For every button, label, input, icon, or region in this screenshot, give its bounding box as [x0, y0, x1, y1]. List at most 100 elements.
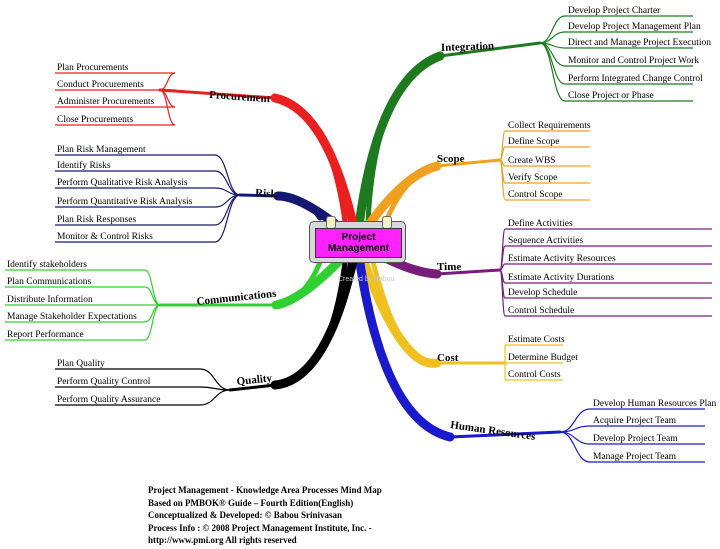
process-item[interactable]: Acquire Project Team [559, 416, 705, 433]
process-label: Plan Risk Responses [57, 215, 136, 225]
process-item[interactable]: Develop Project Team [559, 431, 705, 445]
process-label: Control Costs [508, 370, 561, 380]
branch-arm-risk [275, 193, 323, 221]
process-item[interactable]: Report Performance [5, 304, 161, 341]
process-item[interactable]: Perform Qualitative Risk Analysis [55, 177, 241, 196]
process-label: Distribute Information [7, 294, 93, 305]
branch-stem-human-resources [448, 430, 562, 439]
process-item[interactable]: Manage Stakeholder Expectations [5, 304, 161, 323]
process-label: Monitor & Control Risks [57, 232, 153, 242]
footer-line-5: http://www.pmi.org All rights reserved [148, 535, 297, 545]
process-connector [159, 89, 176, 108]
process-connector [539, 15, 566, 44]
branch-stem-quality [228, 383, 277, 392]
process-item[interactable]: Direct and Manage Project Execution [539, 38, 711, 49]
process-label: Develop Schedule [508, 288, 577, 298]
process-label: Sequence Activities [508, 236, 583, 246]
process-label: Acquire Project Team [593, 416, 677, 426]
category-integration[interactable]: Integration [441, 40, 495, 54]
process-item[interactable]: Sequence Activities [499, 236, 712, 271]
category-procurement[interactable]: Procurement [209, 89, 271, 105]
branch-stem-procurement [158, 88, 277, 100]
process-label: Identify Risks [57, 160, 111, 171]
central-topic[interactable]: Project Management [309, 216, 406, 263]
process-item[interactable]: Conduct Procurements [55, 80, 175, 91]
process-item[interactable]: Close Project or Phase [539, 42, 693, 102]
process-connector [199, 389, 231, 406]
process-label: Develop Project Management Plan [568, 22, 701, 32]
central-title-line2: Management [327, 243, 390, 254]
process-label: Close Procurements [57, 115, 134, 125]
branch-arm-quality [272, 259, 348, 388]
process-item[interactable]: Monitor & Control Risks [55, 194, 241, 243]
process-connector [144, 304, 161, 341]
process-label: Estimate Costs [508, 335, 565, 345]
category-scope[interactable]: Scope [437, 153, 465, 165]
process-item[interactable]: Manage Project Team [559, 431, 705, 463]
process-label: Develop Human Resources Plan [593, 399, 716, 409]
process-connector [539, 42, 566, 102]
process-label: Manage Stakeholder Expectations [7, 312, 137, 322]
process-label: Control Schedule [508, 306, 574, 316]
footer-line-3: Conceptualized & Developed: © Babou Srin… [148, 510, 342, 520]
branch-arm-human-resources [357, 255, 453, 440]
process-label: Perform Quantitative Risk Analysis [57, 196, 193, 207]
watermark-text: Created by Babou [338, 276, 395, 283]
process-label: Manage Project Team [593, 452, 677, 462]
branch-arm-cost [369, 255, 440, 366]
category-risk[interactable]: Risk [255, 187, 278, 201]
process-item[interactable]: Create WBS [499, 156, 590, 167]
process-label: Identify stakeholders [7, 259, 87, 270]
process-item[interactable]: Administer Procurements [55, 89, 176, 108]
branch-stem-risk [238, 193, 280, 198]
process-label: Perform Qualitative Risk Analysis [57, 177, 188, 188]
branch-arm-communications [273, 259, 323, 308]
process-label: Define Scope [508, 136, 559, 147]
process-connector [214, 154, 241, 196]
process-connector [539, 31, 566, 44]
process-label: Perform Integrated Change Control [568, 73, 703, 84]
process-connector [199, 386, 231, 391]
process-connector [144, 304, 161, 323]
process-label: Perform Quality Control [57, 376, 151, 387]
footer-line-2: Based on PMBOK® Guide – Fourth Edition(E… [148, 497, 354, 508]
process-label: Monitor and Control Project Work [568, 56, 699, 66]
process-label: Plan Quality [57, 359, 105, 369]
process-connector [559, 431, 591, 463]
branch-arm-integration [365, 53, 443, 225]
process-item[interactable]: Estimate Activity Durations [499, 269, 712, 284]
process-item[interactable]: Control Costs [504, 363, 563, 381]
process-item[interactable]: Perform Quantitative Risk Analysis [55, 194, 241, 208]
process-item[interactable]: Perform Quality Control [55, 376, 231, 391]
category-cost[interactable]: Cost [437, 352, 459, 364]
category-time[interactable]: Time [437, 261, 461, 273]
process-item[interactable]: Distribute Information [5, 294, 160, 306]
branch-stem-time [435, 268, 502, 276]
process-label: Administer Procurements [57, 97, 155, 107]
process-label: Conduct Procurements [57, 80, 144, 90]
process-label: Verify Scope [508, 172, 557, 183]
process-item[interactable]: Perform Quality Assurance [55, 389, 231, 406]
process-label: Plan Communications [7, 277, 91, 287]
process-label: Close Project or Phase [568, 91, 654, 101]
process-label: Determine Budget [508, 353, 578, 363]
process-label: Direct and Manage Project Execution [568, 38, 711, 48]
central-topic-label: Project Management [315, 228, 402, 258]
footer-line-4: Process Info : © 2008 Project Management… [148, 522, 372, 533]
branch-stem-scope [435, 158, 502, 168]
category-human-resources[interactable]: Human Resources [450, 419, 537, 443]
process-item[interactable]: Estimate Activity Resources [499, 254, 712, 271]
process-item[interactable]: Determine Budget [504, 353, 578, 364]
category-quality[interactable]: Quality [236, 372, 273, 388]
process-label: Perform Quality Assurance [57, 394, 160, 405]
process-label: Report Performance [7, 329, 84, 340]
process-label: Plan Procurements [57, 63, 129, 73]
